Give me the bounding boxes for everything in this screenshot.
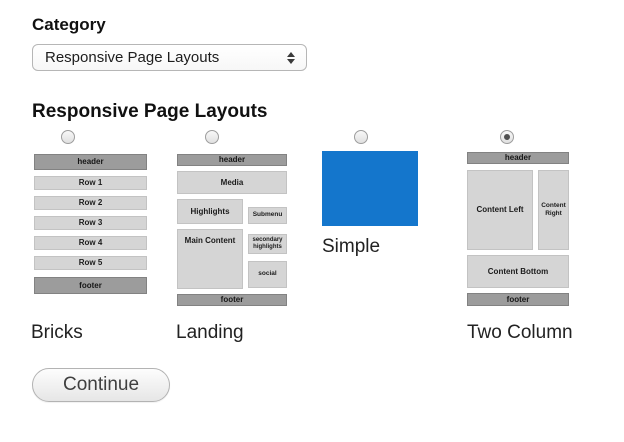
radio-bricks[interactable] (61, 130, 75, 144)
landing-secondary-highlights-block: secondary highlights (248, 234, 287, 254)
bricks-footer-bar: footer (34, 277, 147, 294)
category-label: Category (32, 15, 106, 34)
bricks-header-bar: header (34, 154, 147, 170)
bricks-row-1: Row 1 (34, 176, 147, 190)
landing-highlights-block: Highlights (177, 199, 243, 224)
bricks-row-4: Row 4 (34, 236, 147, 250)
twocol-header-bar: header (467, 152, 569, 164)
option-label-two-column: Two Column (467, 322, 573, 343)
option-label-bricks: Bricks (31, 322, 83, 343)
option-label-simple: Simple (322, 236, 381, 257)
thumbnail-simple[interactable] (322, 151, 418, 226)
landing-header-bar: header (177, 154, 287, 166)
bricks-row-5: Row 5 (34, 256, 147, 270)
twocol-content-bottom-block: Content Bottom (467, 255, 569, 288)
option-label-landing: Landing (176, 322, 244, 343)
category-select[interactable]: Responsive Page Layouts (32, 44, 307, 71)
twocol-footer-bar: footer (467, 293, 569, 306)
thumbnail-bricks[interactable]: header Row 1 Row 2 Row 3 Row 4 Row 5 foo… (34, 154, 147, 294)
radio-landing[interactable] (205, 130, 219, 144)
landing-main-content-block: Main Content (177, 229, 243, 289)
landing-media-block: Media (177, 171, 287, 194)
radio-two-column[interactable] (500, 130, 514, 144)
twocol-content-right-block: Content Right (538, 170, 569, 250)
landing-submenu-block: Submenu (248, 207, 287, 224)
thumbnail-two-column[interactable]: header Content Left Content Right Conten… (467, 152, 569, 306)
bricks-row-2: Row 2 (34, 196, 147, 210)
select-stepper-icon (287, 51, 295, 64)
thumbnail-landing[interactable]: header Media Highlights Submenu Main Con… (177, 154, 287, 306)
landing-social-block: social (248, 261, 287, 288)
radio-dot (504, 134, 510, 140)
bricks-row-3: Row 3 (34, 216, 147, 230)
category-select-value: Responsive Page Layouts (45, 49, 220, 66)
radio-simple[interactable] (354, 130, 368, 144)
twocol-content-left-block: Content Left (467, 170, 533, 250)
section-title: Responsive Page Layouts (32, 101, 268, 122)
continue-button[interactable]: Continue (32, 368, 170, 402)
landing-footer-bar: footer (177, 294, 287, 306)
